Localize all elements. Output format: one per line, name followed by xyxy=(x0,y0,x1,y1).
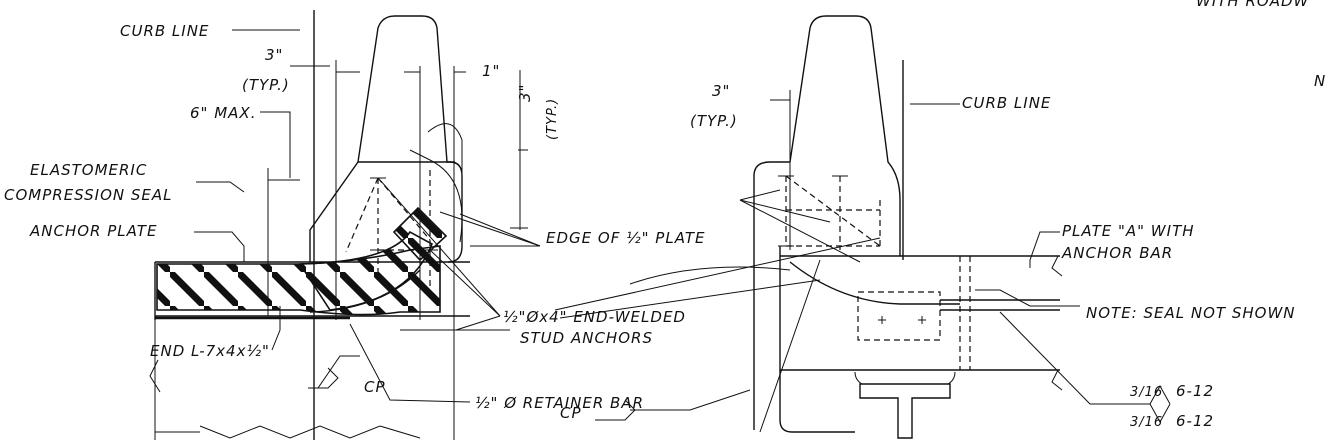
curb-line-left-label: CURB LINE xyxy=(120,22,209,40)
left-barrier-outline xyxy=(309,15,455,262)
end-angle-label: END L-7x4x½" xyxy=(150,342,270,360)
typ-right-label: (TYP.) xyxy=(690,112,738,130)
retainer-leader xyxy=(349,323,471,403)
cp-left-label: CP xyxy=(364,378,386,396)
note-leader xyxy=(975,289,1080,307)
stud-anchor-dashes xyxy=(345,170,431,300)
plate-a-line1: PLATE "A" WITH xyxy=(1062,222,1195,240)
curved-anchor-bar xyxy=(309,269,421,313)
dim-1in-label: 1" xyxy=(482,62,500,80)
retainer-bar-label: ½" Ø RETAINER BAR xyxy=(475,394,644,412)
cp-right-flag xyxy=(595,399,636,421)
break-line-left xyxy=(155,425,421,439)
typ-vert-label: (TYP.) xyxy=(545,98,560,140)
right-barrier-outline xyxy=(789,15,901,256)
edge-plate-label: EDGE OF ½" PLATE xyxy=(546,229,706,247)
end-angle-leader xyxy=(271,306,281,351)
edge-plate-right-leader-a xyxy=(739,199,831,223)
right-curved-anchor xyxy=(789,261,960,305)
note-seal-label: NOTE: SEAL NOT SHOWN xyxy=(1086,304,1296,322)
weld-symbol-top xyxy=(1149,384,1171,405)
stud-anchors-line1: ½"Øx4" END-WELDED xyxy=(503,308,686,326)
edge-plate-curve xyxy=(427,123,463,250)
corner-text-n: N xyxy=(1314,72,1326,90)
anchor-plate-label: ANCHOR PLATE xyxy=(29,222,157,240)
dim-3in-right: 3" xyxy=(712,82,730,100)
weld-bot-size: 3/16 xyxy=(1130,415,1163,430)
cp-right-leader xyxy=(630,259,821,433)
six-max-label: 6" MAX. xyxy=(190,104,256,122)
girder-tee xyxy=(859,383,951,439)
weld-leader xyxy=(999,311,1150,405)
right-barrier-inner xyxy=(779,246,855,433)
weld-top-size: 3/16 xyxy=(1130,385,1163,400)
typ-left-label: (TYP.) xyxy=(242,76,290,94)
right-barrier-left xyxy=(753,161,790,430)
anchor-plate-leader xyxy=(194,231,245,262)
corner-text-top: WITH ROADW xyxy=(1196,0,1310,10)
plate-a-dashed xyxy=(857,291,941,341)
elastomeric-label: ELASTOMERIC xyxy=(30,161,147,179)
weld-symbol-bot xyxy=(1149,403,1171,424)
stud-leader-a xyxy=(429,249,501,317)
plate-a-line2: ANCHOR BAR xyxy=(1061,244,1173,262)
plate-a-leader xyxy=(1029,231,1060,268)
elastomeric-leader xyxy=(196,181,245,193)
cp-left-leader xyxy=(317,355,360,389)
six-max-leader xyxy=(260,111,291,178)
weld-top-length: 6-12 xyxy=(1176,382,1214,400)
compression-seal-label: COMPRESSION SEAL xyxy=(4,186,173,204)
left-detail xyxy=(149,10,541,440)
curb-line-right-label: CURB LINE xyxy=(962,94,1051,112)
right-stud-dashes xyxy=(785,175,881,250)
cp-right-label: CP xyxy=(560,404,582,422)
dim-3in-left: 3" xyxy=(265,46,283,64)
stud-anchors-line2: STUD ANCHORS xyxy=(520,329,653,347)
weld-bot-length: 6-12 xyxy=(1176,412,1214,430)
dim-3in-vert: 3" xyxy=(516,84,534,102)
right-detail xyxy=(308,15,1171,439)
